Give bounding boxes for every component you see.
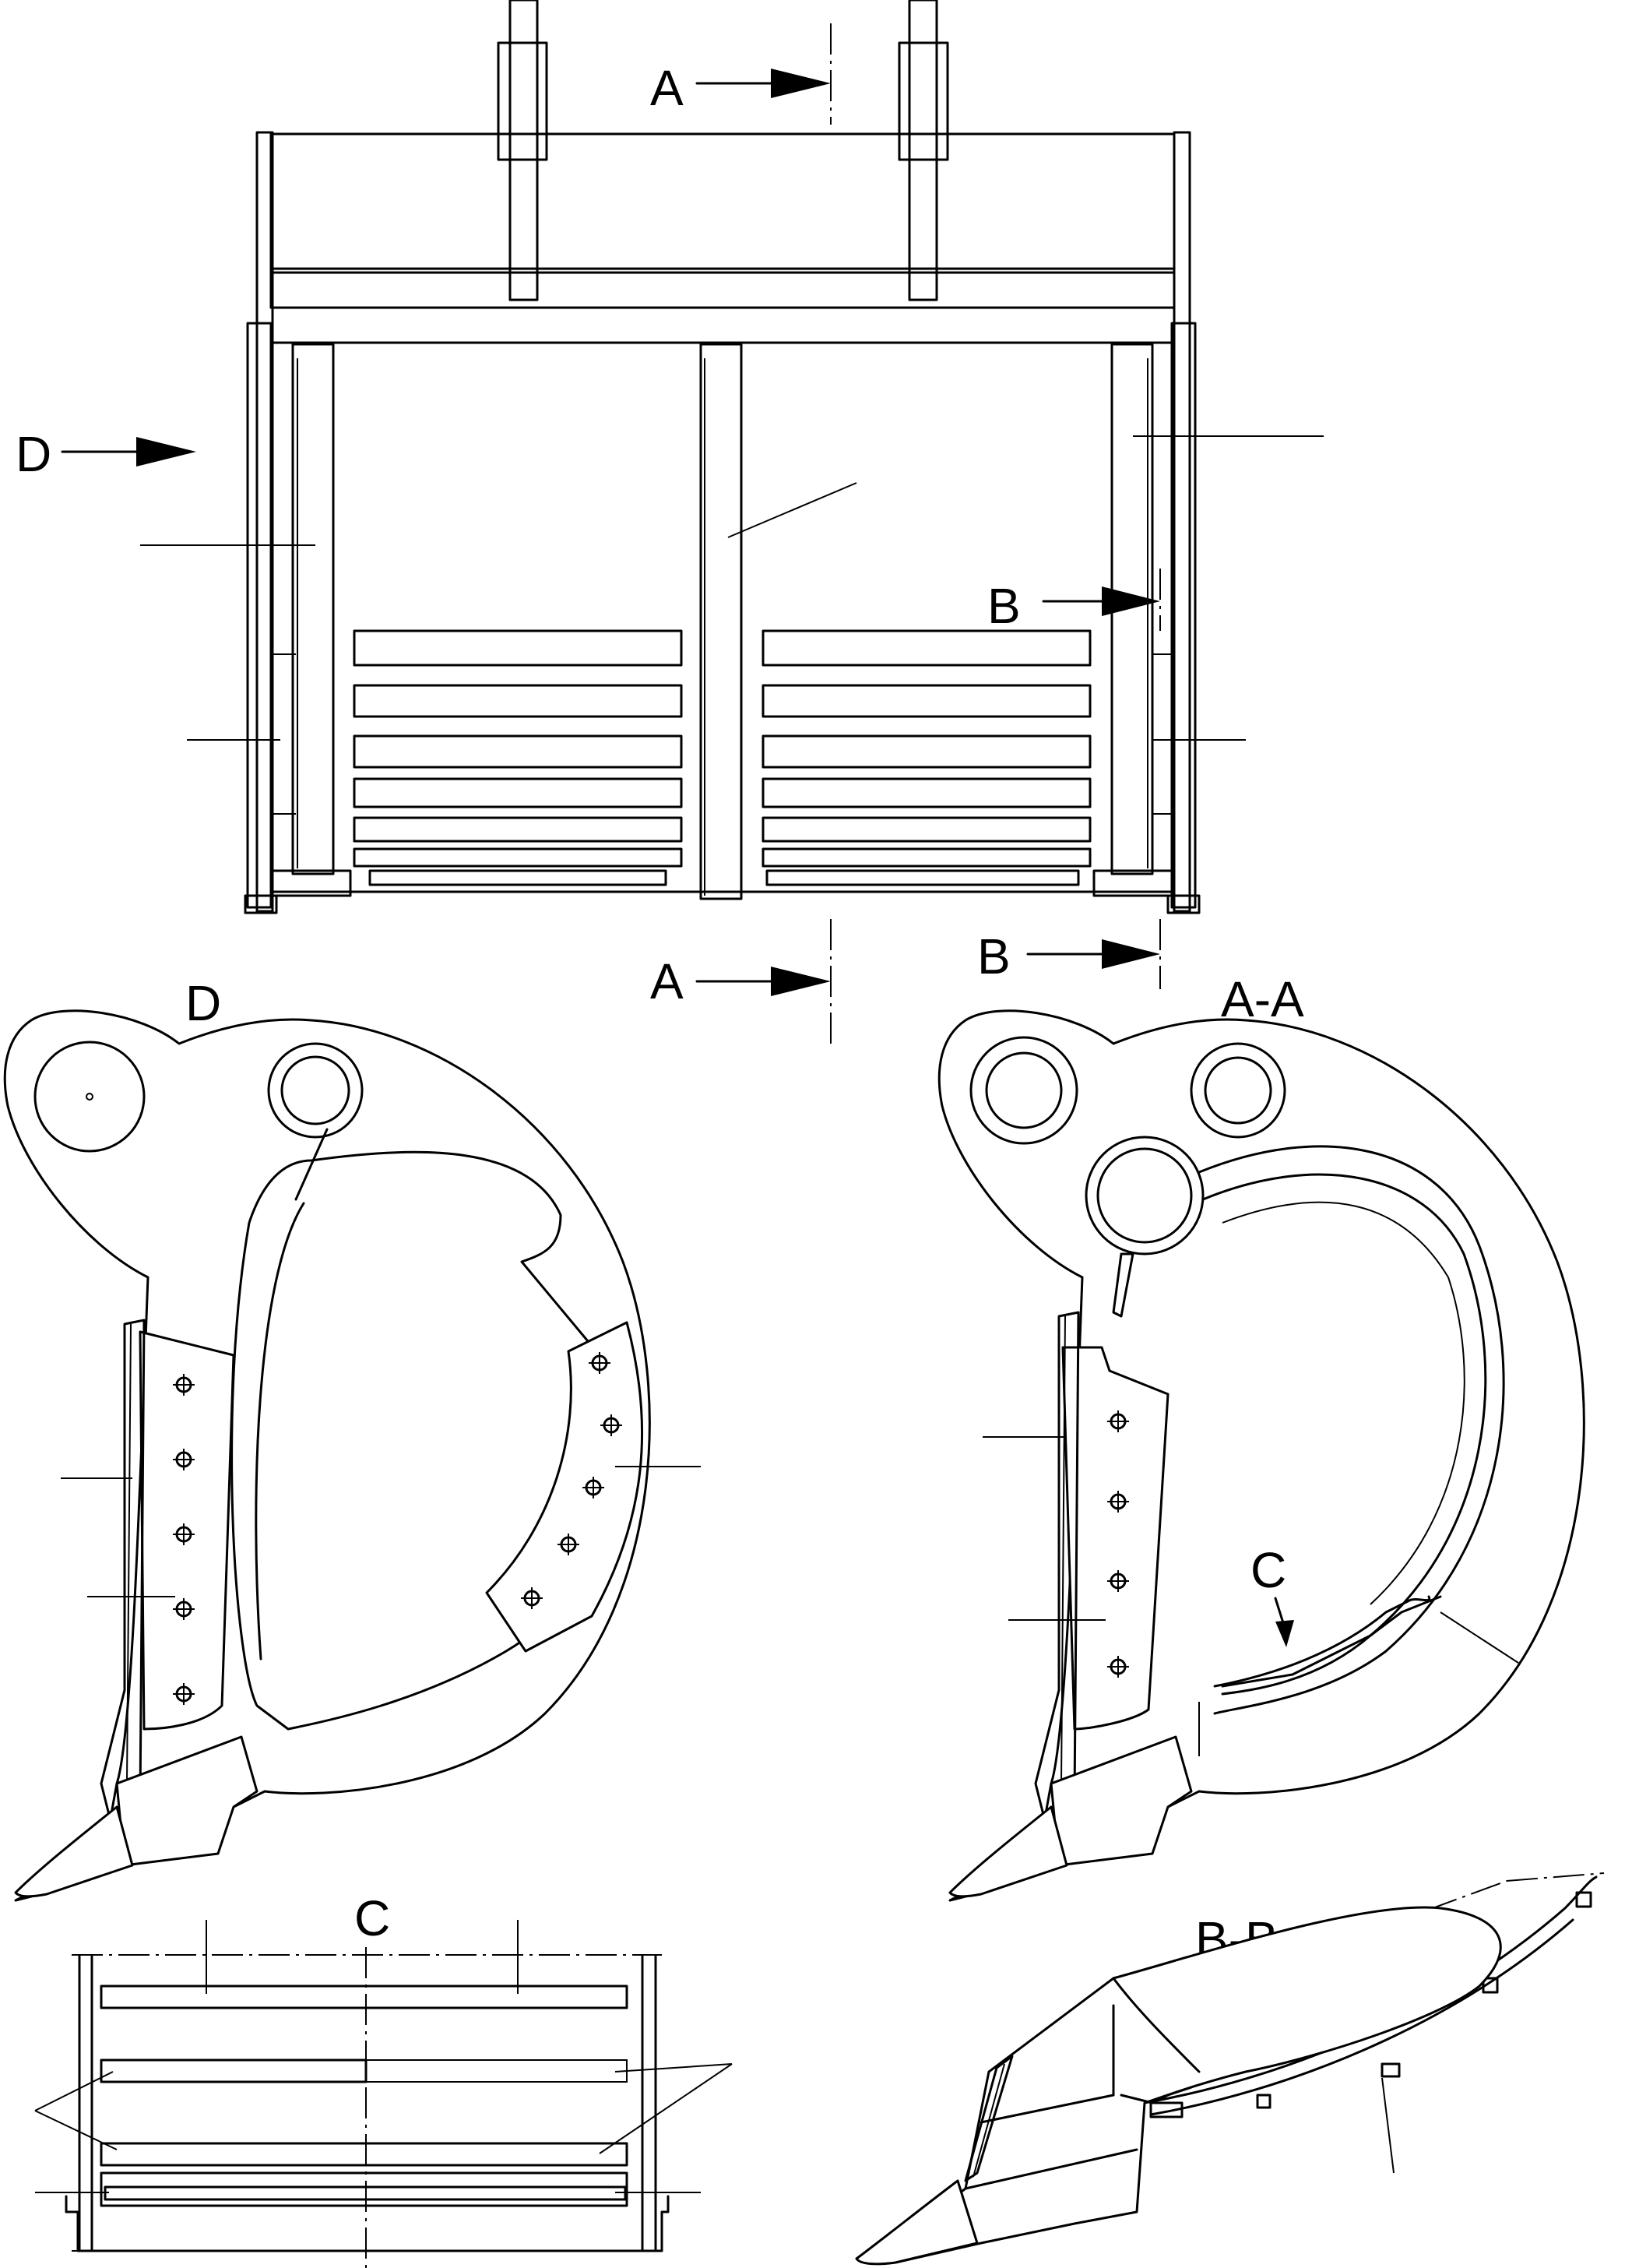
detail-c: C: [34, 1890, 733, 2268]
arrow-a-bottom: [695, 967, 831, 996]
right-lug: [908, 0, 938, 301]
section-a-a-shank-plate: [1061, 1346, 1170, 1731]
wear-strips-right: [761, 629, 1092, 886]
wear-strips-left: [353, 629, 683, 886]
arrow-b-top: [1042, 586, 1160, 616]
view-d-wear-bolts: [521, 1352, 622, 1609]
left-side-plate: [246, 322, 273, 909]
pin-circle-link: [267, 1042, 364, 1139]
view-d-outline: [3, 1009, 651, 1902]
view-d-inner-opening: [230, 1150, 616, 1731]
section-b-b-body: [878, 1906, 1502, 2264]
view-d-shank-plate: [139, 1330, 235, 1731]
arrow-a-top: [695, 69, 831, 98]
detail-c-strips: [100, 1984, 628, 2207]
view-d-title: D: [185, 975, 221, 1031]
section-b-b-tooth-tip: [855, 2179, 979, 2266]
top-tube: [269, 132, 1176, 274]
arrow-d: [61, 437, 196, 467]
top-beam: [269, 271, 1176, 309]
arrow-b-bottom: [1026, 939, 1160, 969]
label-b-top: B: [987, 578, 1021, 634]
right-side-plate: [1170, 322, 1197, 909]
section-a-a-shell: [1198, 1145, 1505, 1715]
section-a-a-tube: [1085, 1136, 1205, 1256]
section-a-a-tooth-tip: [948, 1805, 1068, 1898]
label-a-bottom: A: [650, 953, 684, 1009]
section-a-a-bolts: [1107, 1410, 1129, 1678]
pin-circle-main: [33, 1041, 146, 1153]
label-b-bottom: B: [977, 928, 1011, 984]
front-view: A A B B D: [16, 0, 1324, 1044]
label-c-arrow: C: [1250, 1542, 1286, 1598]
section-b-b: B-B: [855, 1872, 1605, 2266]
view-d: D: [3, 975, 701, 1902]
section-a-a-title: A-A: [1221, 971, 1304, 1027]
label-a-top: A: [650, 60, 684, 116]
section-a-a-pin-main: [969, 1036, 1078, 1145]
view-d-side-wear-plate: [485, 1321, 644, 1653]
detail-c-title: C: [354, 1890, 390, 1946]
section-a-a: A-A C: [937, 971, 1585, 1902]
section-a-a-outline: [937, 1009, 1585, 1902]
section-a-a-pin-link: [1190, 1042, 1286, 1139]
view-d-tooth-tip: [14, 1805, 134, 1898]
center-rib: [699, 343, 743, 900]
section-b-b-blade: [964, 2055, 1014, 2182]
left-rib: [291, 343, 335, 875]
rear-wall: [269, 341, 1176, 893]
left-lug: [508, 0, 539, 301]
view-d-bolts: [173, 1374, 195, 1705]
label-d-arrow: D: [16, 426, 51, 482]
